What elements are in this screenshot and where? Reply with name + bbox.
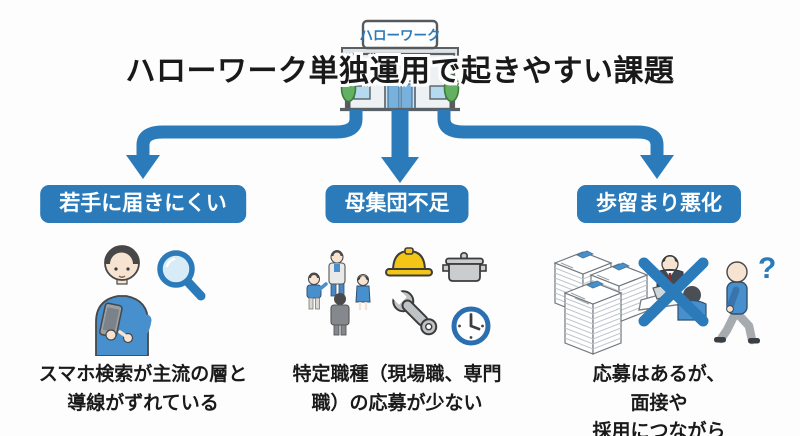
smartphone-icon [99, 302, 123, 338]
description-insufficient-candidate-pool: 特定職種（現場職、専門 職）の応募が少ない [292, 364, 502, 414]
page-title: ハローワーク単独運用で起きやすい課題 [125, 55, 675, 88]
person-front-icon [328, 250, 346, 297]
person-pointing-icon [306, 272, 328, 310]
arrowhead-left [126, 155, 160, 179]
description-worsening-yield-rate: 応募はあるが、面接や 採用につながらない [592, 364, 726, 436]
person-walking-away-icon [714, 261, 760, 345]
clock-icon [451, 306, 491, 346]
branch-arrows [126, 110, 674, 183]
candidate-pool-illustration [306, 247, 491, 346]
cancelled-interview-icon [638, 255, 709, 327]
x-mark-icon [638, 257, 709, 327]
arrow-left [136, 110, 363, 157]
door-icon [384, 80, 416, 110]
wrench-icon [387, 285, 438, 336]
yield-rate-illustration: ? [553, 250, 776, 355]
arrowhead-center [381, 157, 419, 183]
arrow-right [437, 110, 664, 157]
resume-stack-icon [553, 250, 649, 355]
person-back-view-icon [330, 293, 350, 336]
person-woman-icon [355, 273, 371, 310]
tree-icon [443, 73, 460, 109]
building-sign-label: ハローワーク [360, 28, 441, 43]
hello-work-building-icon: ハローワーク [340, 19, 460, 112]
smartphone-search-illustration [95, 245, 206, 356]
magnifying-glass-icon [157, 250, 206, 301]
hard-hat-icon [385, 247, 433, 277]
people-group-icon [306, 250, 371, 336]
arrowhead-right [640, 155, 674, 179]
description-hard-to-reach-young-people: スマホ検索が主流の層と 導線がずれている [38, 364, 248, 414]
badge-insufficient-candidate-pool: 母集団不足 [325, 185, 469, 224]
building-sign: ハローワーク [360, 19, 441, 50]
tree-icon [340, 73, 357, 109]
cooking-pot-icon [442, 252, 487, 282]
badge-worsening-yield-rate: 歩留まり悪化 [577, 185, 741, 224]
question-mark: ? [758, 252, 776, 285]
person-browsing-smartphone-icon [95, 245, 152, 356]
badge-hard-to-reach-young-people: 若手に届きにくい [40, 185, 246, 224]
